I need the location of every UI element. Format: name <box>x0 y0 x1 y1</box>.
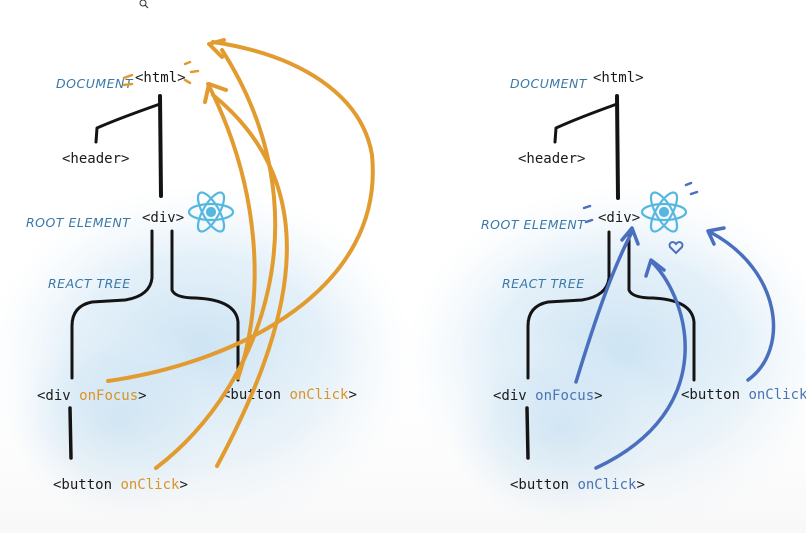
arrow-head-2 <box>644 258 666 278</box>
arrow-outer-stroke <box>211 93 289 468</box>
bottom-fade <box>0 330 806 533</box>
document-label: DOCUMENT <box>56 76 134 91</box>
nested-button-onclick-node: <button onClick> <box>510 477 645 493</box>
arrow-from-nested-button <box>154 48 278 470</box>
root-div-node: <div> <box>142 210 184 226</box>
html-node: <html> <box>135 70 186 86</box>
event-arrows-right <box>574 226 776 470</box>
root-element-label: ROOT ELEMENT <box>26 215 131 230</box>
arrow-from-button <box>708 230 776 382</box>
react-tree-label: REACT TREE <box>48 276 131 291</box>
root-div-node: <div> <box>598 210 640 226</box>
nested-button-onclick-node: <button onClick> <box>53 477 188 493</box>
document-label: DOCUMENT <box>510 76 588 91</box>
div-onfocus-node: <div onFocus> <box>493 388 603 404</box>
left-tree-lines <box>68 94 240 460</box>
arrow-from-button <box>206 82 257 380</box>
event-arrows-left <box>106 38 375 470</box>
arrow-head-3 <box>706 226 726 246</box>
zoom-cursor-icon <box>139 0 149 9</box>
button-onclick-node: <button onClick> <box>222 387 357 403</box>
react-logo-icon <box>187 191 235 233</box>
button-onclick-node: <button onClick> <box>681 387 806 403</box>
heart-icon <box>668 241 684 255</box>
arrow-head-1 <box>620 226 640 246</box>
arrow-from-div-onfocus <box>106 40 375 383</box>
header-node: <header> <box>518 151 585 167</box>
highlight-ticks <box>122 60 200 87</box>
arrow-head-top <box>207 38 226 59</box>
html-node: <html> <box>593 70 644 86</box>
arrow-head-mid <box>203 82 228 104</box>
root-element-label: ROOT ELEMENT <box>481 217 586 232</box>
div-onfocus-node: <div onFocus> <box>37 388 147 404</box>
react-logo-icon <box>640 191 688 233</box>
react-tree-label: REACT TREE <box>502 276 585 291</box>
left-panel: DOCUMENT ROOT ELEMENT REACT TREE <html> … <box>26 38 375 493</box>
header-node: <header> <box>62 151 129 167</box>
highlight-ticks <box>582 181 699 224</box>
arrow-from-div-onfocus <box>574 230 634 384</box>
right-panel: DOCUMENT ROOT ELEMENT REACT TREE <html> … <box>481 70 806 493</box>
arrow-from-nested-button <box>594 260 687 470</box>
